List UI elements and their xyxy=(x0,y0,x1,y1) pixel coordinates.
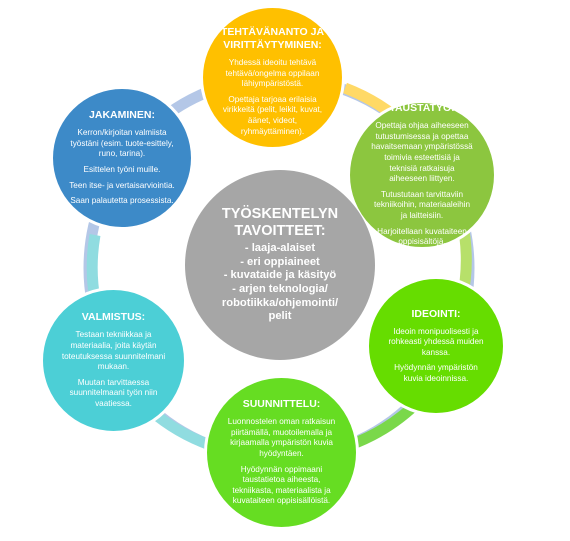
node-title: TEHTÄVÄNANTO JA VIRITTÄYTYMINEN: xyxy=(221,26,324,52)
node-title: VALMISTUS: xyxy=(81,311,146,324)
node-paragraph: Yhdessä ideoitu tehtävä tehtävä/ongelma … xyxy=(225,58,320,89)
node-suunnittelu: SUUNNITTELU: Luonnostelen oman ratkaisun… xyxy=(204,375,359,530)
node-paragraph: Teen itse- ja vertaisarviointia. xyxy=(69,180,175,190)
node-paragraph: Hyödynnän ympäristön kuvia ideoinnissa. xyxy=(394,363,478,383)
node-tehtavananto: TEHTÄVÄNANTO JA VIRITTÄYTYMINEN: Yhdessä… xyxy=(200,5,345,150)
center-item: - eri oppiaineet xyxy=(240,255,320,268)
node-taustatyo: TAUSTATYÖ: Opettaja ohjaa aiheeseen tutu… xyxy=(347,100,497,250)
node-paragraph: Opettaja ohjaa aiheeseen tutustumisessa … xyxy=(371,121,473,184)
center-title-line: TAVOITTEET: xyxy=(234,223,326,240)
node-paragraph: Testaan tekniikkaa ja materiaalia, joita… xyxy=(61,330,166,372)
node-ideointi: IDEOINTI: Ideoin monipuolisesti ja rohke… xyxy=(366,276,506,416)
node-paragraph: Ideoin monipuolisesti ja rohkeasti yhdes… xyxy=(388,326,484,357)
center-item: - arjen teknologia/ xyxy=(232,283,328,295)
node-title: TAUSTATYÖ: xyxy=(389,102,455,115)
node-paragraph: Hyödynnän oppimaani taustatietoa aiheest… xyxy=(232,464,331,506)
node-title: SUUNNITTELU: xyxy=(242,398,321,411)
node-title: JAKAMINEN: xyxy=(89,109,155,122)
node-paragraph: Harjoitellaan kuvataiteen oppisisältöjä. xyxy=(377,226,467,247)
center-item: - kuvataide ja käsityö xyxy=(223,269,337,282)
node-paragraph: Kerron/kirjoitan valmiista työstäni (esi… xyxy=(70,128,174,159)
title-line: TEHTÄVÄNANTO JA xyxy=(220,26,325,38)
node-paragraph: Opettaja tarjoaa erilaisia virikkeitä (p… xyxy=(222,94,323,136)
title-line: VIRITTÄYTYMINEN: xyxy=(223,39,322,51)
node-title: IDEOINTI: xyxy=(411,307,461,320)
center-title: TYÖSKENTELYN TAVOITTEET: xyxy=(222,206,338,240)
center-title-line: TYÖSKENTELYN xyxy=(221,206,339,223)
center-goals: TYÖSKENTELYN TAVOITTEET: - laaja-alaiset… xyxy=(185,170,375,360)
center-item: pelit xyxy=(268,310,292,323)
center-item: robotiikka/ohjemointi/ xyxy=(221,296,339,309)
center-item: - laaja-alaiset xyxy=(244,242,316,255)
node-jakaminen: JAKAMINEN: Kerron/kirjoitan valmiista ty… xyxy=(50,86,194,230)
node-valmistus: VALMISTUS: Testaan tekniikkaa ja materia… xyxy=(40,287,187,434)
node-paragraph: Luonnostelen oman ratkaisun piirtämällä,… xyxy=(227,417,336,458)
node-paragraph: Muutan tarvittaessa suunnitelmaani työn … xyxy=(69,377,158,408)
node-paragraph: Esittelen työni muille. xyxy=(83,165,161,174)
node-paragraph: Saan palautetta prosessista. xyxy=(70,196,174,206)
node-paragraph: Tutustutaan tarvittaviin tekniikoihin, m… xyxy=(373,189,471,220)
